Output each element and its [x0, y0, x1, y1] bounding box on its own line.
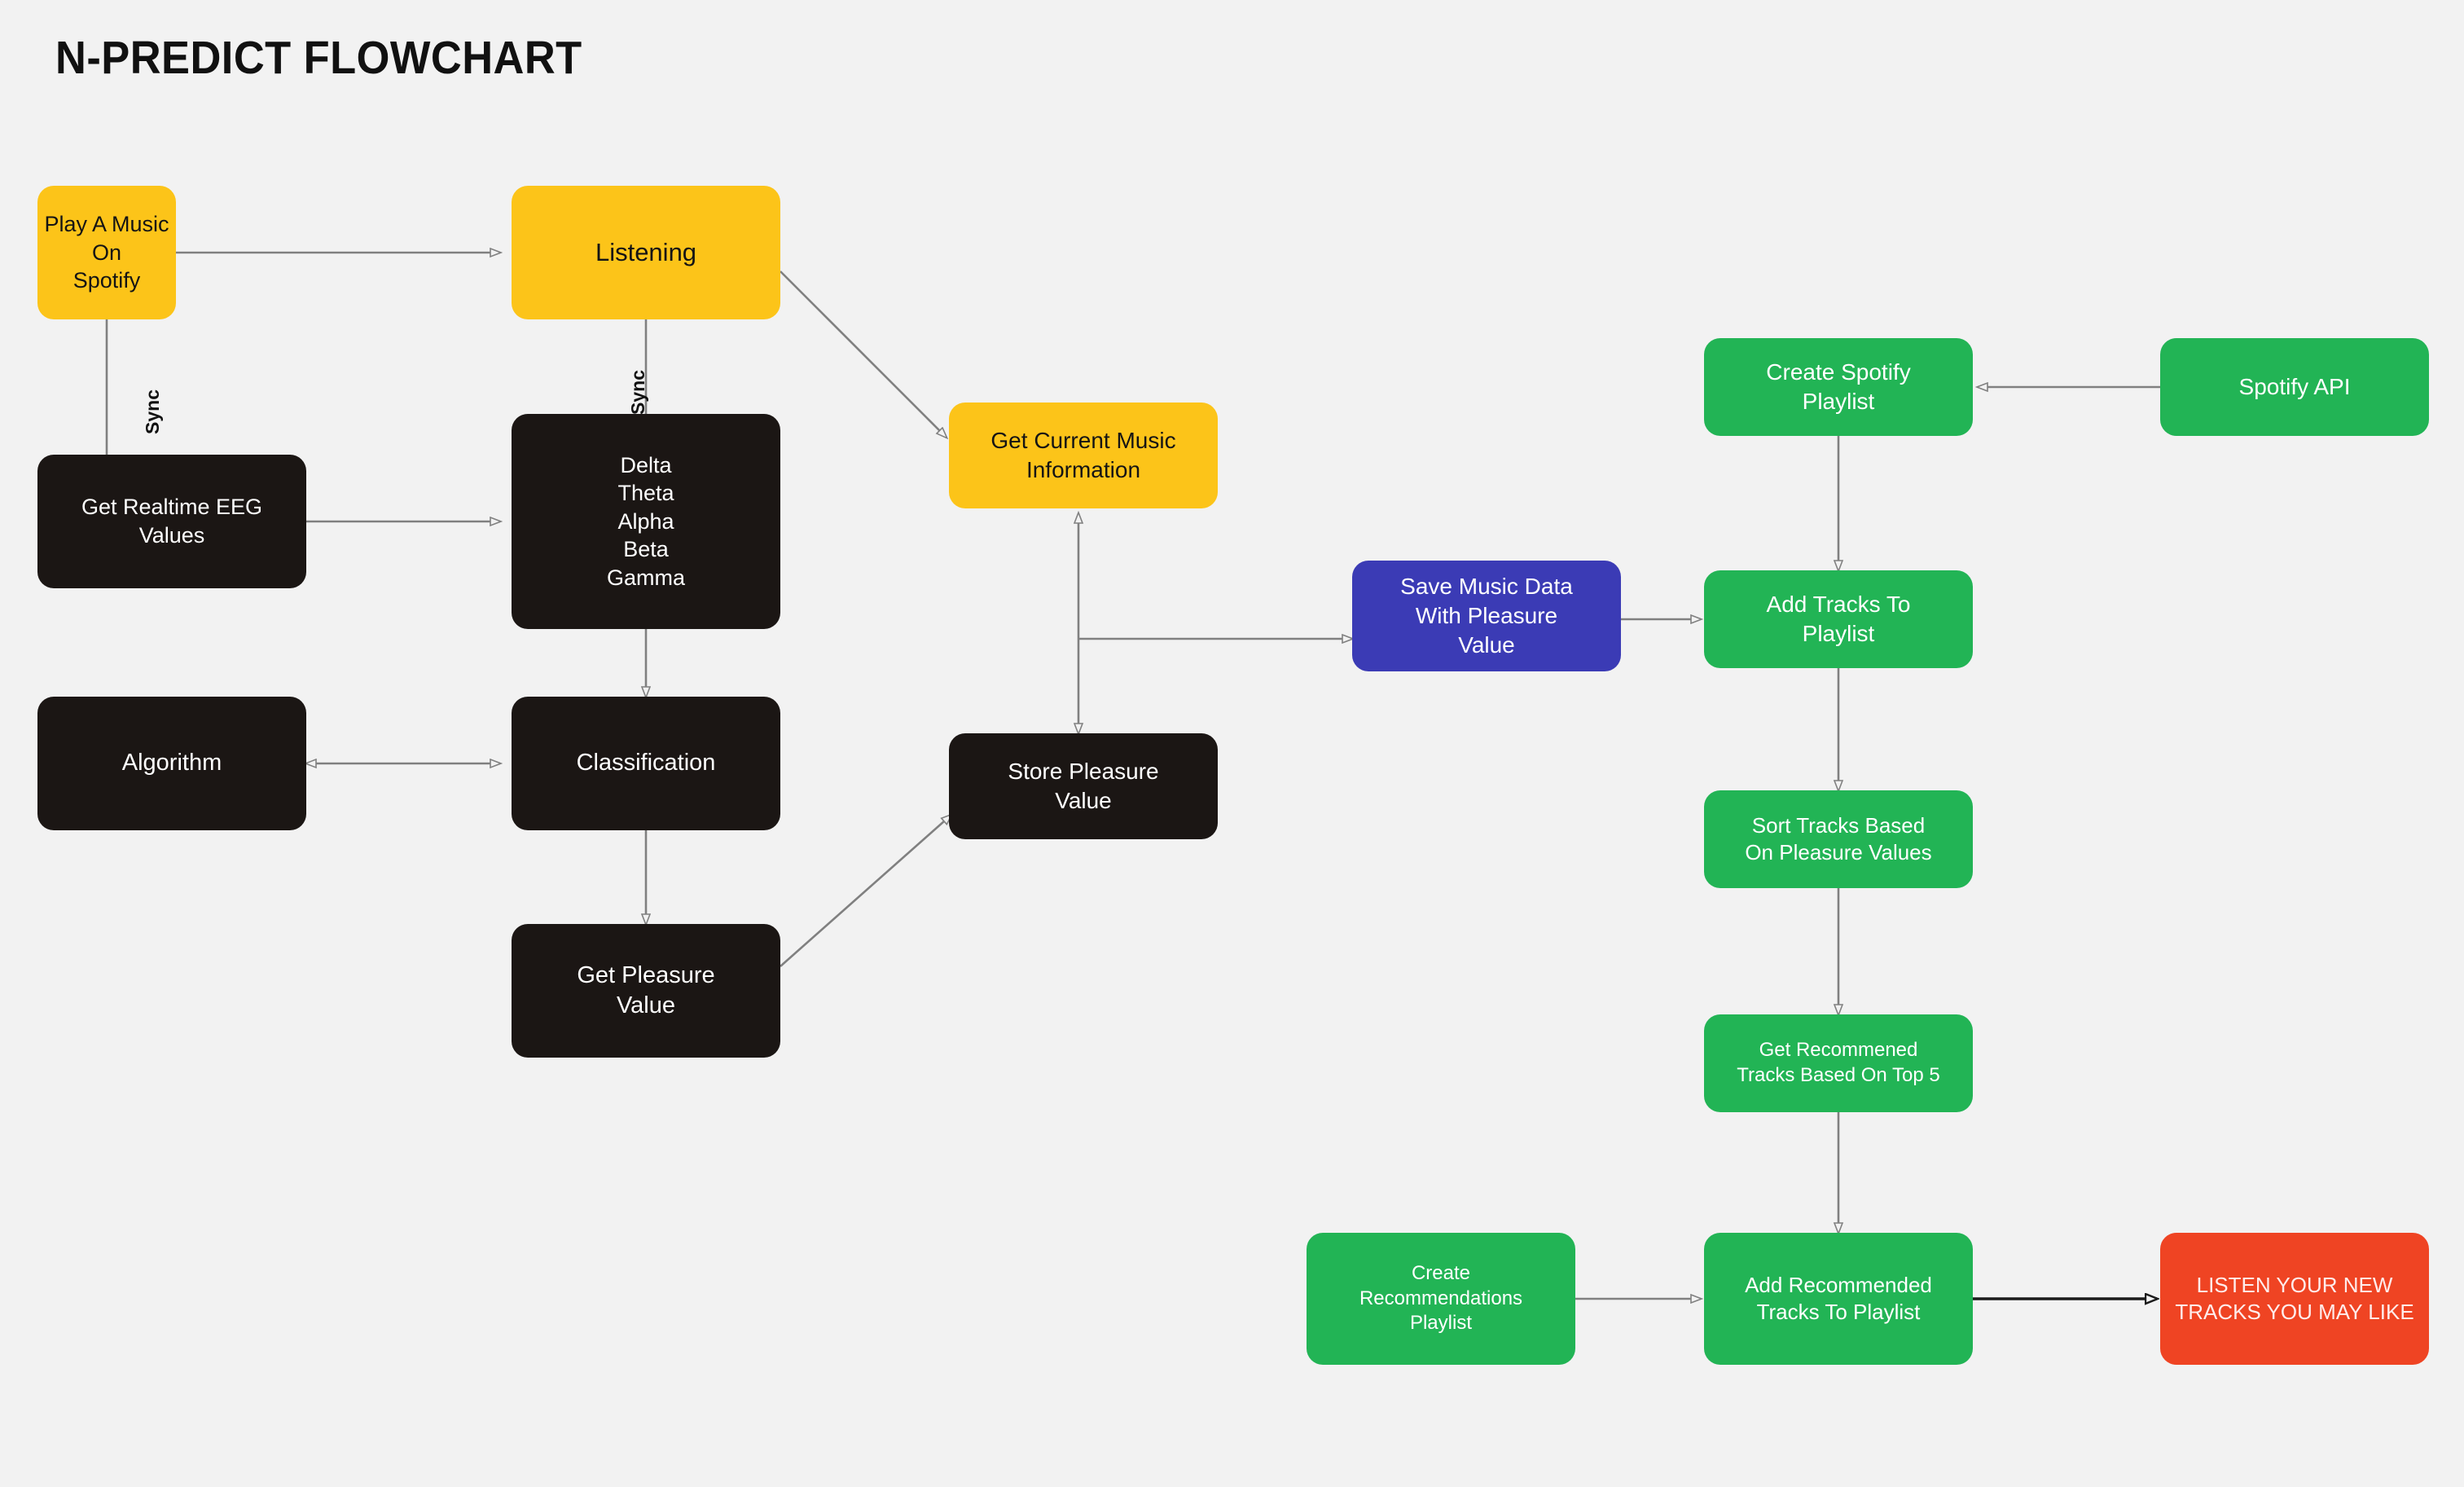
node-add-tracks-to-playlist[interactable]: Add Tracks To Playlist	[1704, 570, 1973, 668]
node-get-realtime-eeg-values[interactable]: Get Realtime EEG Values	[37, 455, 306, 588]
node-get-pleasure-value[interactable]: Get Pleasure Value	[512, 924, 780, 1058]
node-save-music-data-with-pleasure-value[interactable]: Save Music Data With Pleasure Value	[1352, 561, 1621, 671]
node-get-recommended-tracks[interactable]: Get Recommened Tracks Based On Top 5	[1704, 1014, 1973, 1112]
edge-listening-to-current-music	[780, 271, 947, 438]
node-create-spotify-playlist[interactable]: Create Spotify Playlist	[1704, 338, 1973, 436]
node-create-recommendations-playlist[interactable]: Create Recommendations Playlist	[1307, 1233, 1575, 1365]
node-classification[interactable]: Classification	[512, 697, 780, 830]
node-get-current-music-information[interactable]: Get Current Music Information	[949, 403, 1218, 508]
edge-label-sync-left: Sync	[141, 389, 163, 434]
node-store-pleasure-value[interactable]: Store Pleasure Value	[949, 733, 1218, 839]
node-listen-your-new-tracks[interactable]: LISTEN YOUR NEW TRACKS YOU MAY LIKE	[2160, 1233, 2429, 1365]
node-add-recommended-tracks-to-playlist[interactable]: Add Recommended Tracks To Playlist	[1704, 1233, 1973, 1365]
node-spotify-api[interactable]: Spotify API	[2160, 338, 2429, 436]
edge-label-sync-right: Sync	[626, 370, 648, 415]
node-sort-tracks-based-on-pleasure-values[interactable]: Sort Tracks Based On Pleasure Values	[1704, 790, 1973, 888]
node-listening[interactable]: Listening	[512, 186, 780, 319]
node-eeg-bands[interactable]: Delta Theta Alpha Beta Gamma	[512, 414, 780, 629]
edge-pleasure-to-store	[780, 815, 951, 967]
node-play-music[interactable]: Play A Music On Spotify	[37, 186, 176, 319]
page-title: N-PREDICT FLOWCHART	[55, 32, 582, 84]
node-algorithm[interactable]: Algorithm	[37, 697, 306, 830]
